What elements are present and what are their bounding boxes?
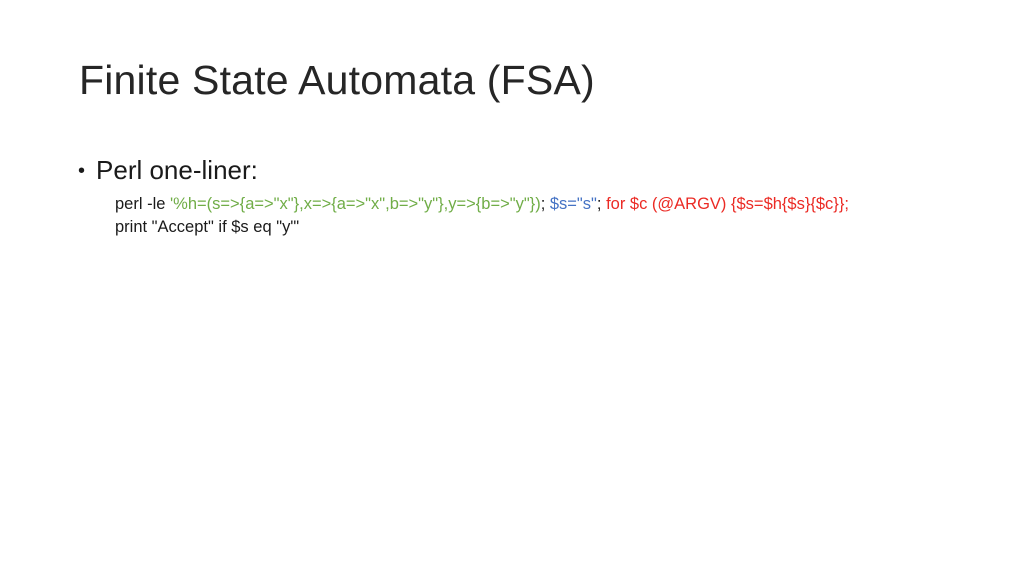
slide-title: Finite State Automata (FSA) [79,57,595,103]
perl-code-line-1: perl -le '%h=(s=>{a=>"x"},x=>{a=>"x",b=>… [115,193,849,216]
bullet-dot-icon: • [78,160,86,182]
perl-code-line-2: print "Accept" if $s eq "y"' [115,216,849,239]
code-segment-black: ; [596,195,607,213]
code-segment-blue: $s="s" [549,195,597,213]
code-segment-green: '%h=(s=>{a=>"x"},x=>{a=>"x",b=>"y"},y=>{… [170,195,541,213]
code-segment-black: perl -le [115,195,171,213]
perl-code-block: perl -le '%h=(s=>{a=>"x"},x=>{a=>"x",b=>… [115,193,849,239]
bullet-item: • Perl one-liner: [78,155,258,186]
bullet-label: Perl one-liner: [96,155,258,185]
code-segment-red: for $c (@ARGV) {$s=$h{$s}{$c}}; [606,195,849,213]
code-segment-black: ; [540,195,550,213]
code-segment-black: print "Accept" if $s eq "y"' [115,218,300,236]
